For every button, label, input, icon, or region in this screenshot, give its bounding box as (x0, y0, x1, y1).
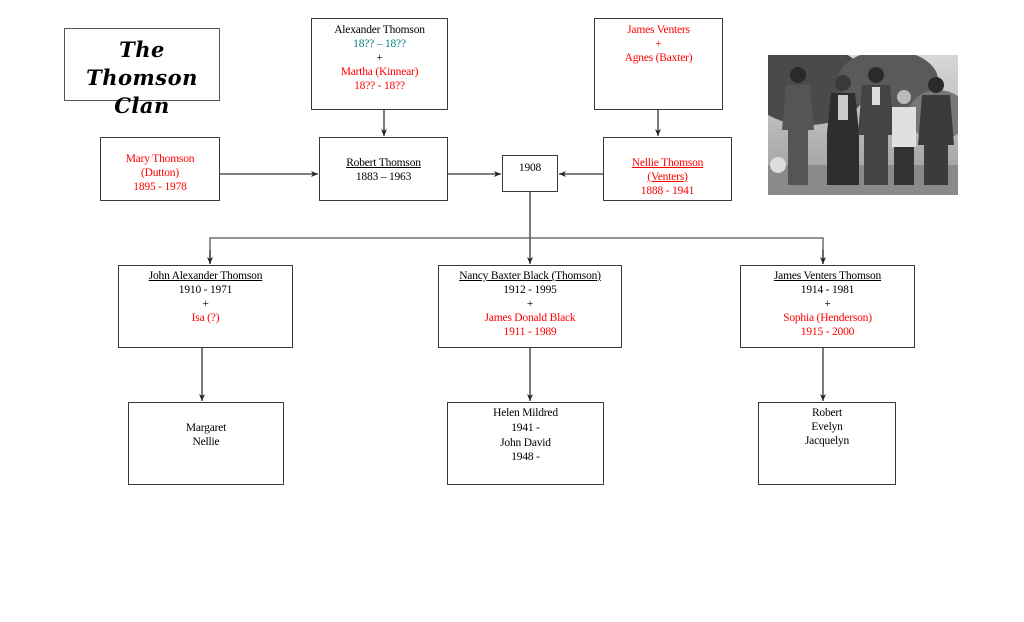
spouse-name: Agnes (Baxter) (624, 52, 693, 64)
person-dates: 1914 - 1981 (800, 284, 855, 296)
person-maiden: (Dutton) (140, 167, 179, 179)
grandchild-name: Robert (811, 407, 843, 419)
grandchild-name: Jacquelyn (804, 435, 850, 447)
plus-sign: + (526, 298, 534, 310)
spouse-name: James Donald Black (484, 312, 576, 324)
title-box: The Thomson Clan (64, 28, 220, 118)
node-grandchildren-john[interactable]: Margaret Nellie (128, 402, 284, 485)
grandchild-name: Helen Mildred (493, 407, 558, 419)
plus-sign: + (824, 298, 831, 310)
person-dates: 1883 – 1963 (355, 171, 412, 183)
person-name: Robert Thomson (346, 157, 421, 169)
person-name: Nellie Thomson (631, 157, 704, 169)
person-name: Alexander Thomson (334, 24, 425, 36)
node-child-john[interactable]: John Alexander Thomson 1910 - 1971 + Isa… (118, 265, 293, 348)
grandchild-name: Evelyn (811, 421, 843, 433)
person-dates: 1888 - 1941 (640, 185, 695, 197)
person-name: Mary Thomson (125, 153, 195, 165)
person-silhouette-2 (827, 75, 859, 185)
person-name: James Venters Thomson (773, 270, 882, 282)
grandchild-name: Margaret (185, 422, 227, 434)
person-silhouette-5 (918, 77, 954, 185)
person-silhouette-4 (892, 90, 916, 185)
person-maiden: (Venters) (647, 171, 688, 183)
marriage-year: 1908 (518, 162, 542, 174)
node-nellie[interactable]: Nellie Thomson (Venters) 1888 - 1941 (603, 137, 732, 201)
person-silhouette-1 (782, 67, 814, 185)
plus-sign: + (376, 52, 383, 64)
person-dates: 1912 - 1995 (503, 284, 557, 296)
person-dates: 18?? – 18?? (353, 38, 406, 50)
person-dates: 1895 - 1978 (133, 181, 187, 193)
person-silhouette-3 (858, 67, 894, 185)
person-name: James Venters (627, 24, 690, 36)
grandchild-name: Nellie (192, 436, 220, 448)
spouse-dates: 1911 - 1989 (503, 326, 557, 338)
node-robert[interactable]: Robert Thomson 1883 – 1963 (319, 137, 448, 201)
node-child-james[interactable]: James Venters Thomson 1914 - 1981 + Soph… (740, 265, 915, 348)
spouse-dates: 18?? - 18?? (354, 80, 405, 92)
person-name: John Alexander Thomson (148, 270, 263, 282)
node-child-nancy[interactable]: Nancy Baxter Black (Thomson) 1912 - 1995… (438, 265, 622, 348)
person-name: Nancy Baxter Black (Thomson) (459, 270, 601, 282)
branch-line (209, 237, 824, 264)
spouse-name: Sophia (Henderson) (783, 312, 872, 324)
node-alexander-martha[interactable]: Alexander Thomson 18?? – 18?? + Martha (… (311, 18, 448, 110)
title-line-2: Clan (114, 93, 170, 118)
family-photo (768, 55, 958, 195)
grandchild-dates: 1948 - (511, 451, 540, 464)
spouse-name: Martha (Kinnear) (340, 66, 419, 78)
grandchild-name: John David (500, 436, 551, 449)
node-mary[interactable]: Mary Thomson (Dutton) 1895 - 1978 (100, 137, 220, 201)
plus-sign: + (202, 298, 209, 310)
spouse-dates: 1915 - 2000 (800, 326, 855, 338)
node-grandchildren-james[interactable]: Robert Evelyn Jacquelyn (758, 402, 896, 485)
title-line-1: The Thomson (86, 37, 198, 90)
plus-sign: + (655, 38, 662, 50)
node-james-agnes[interactable]: James Venters + Agnes (Baxter) (594, 18, 723, 110)
person-dates: 1910 - 1971 (178, 284, 233, 296)
node-grandchildren-nancy[interactable]: Helen Mildred 1941 - John David 1948 - (447, 402, 604, 485)
node-marriage[interactable]: 1908 (502, 155, 558, 192)
grandchild-dates: 1941 - (511, 421, 540, 434)
spouse-name: Isa (?) (191, 312, 220, 324)
